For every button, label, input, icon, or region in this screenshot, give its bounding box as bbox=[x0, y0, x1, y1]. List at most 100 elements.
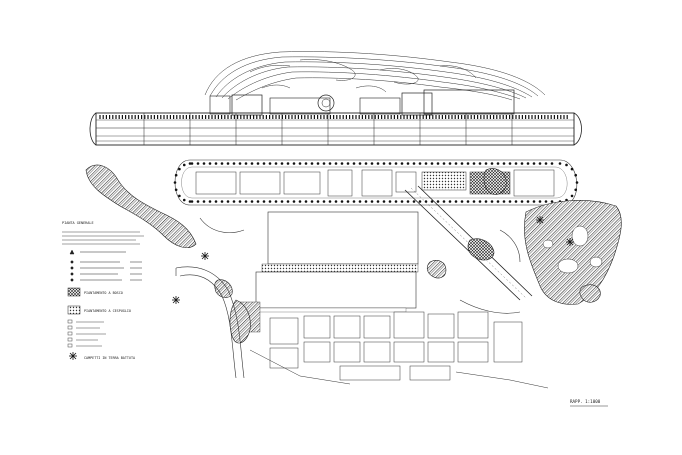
tree-dot bbox=[280, 162, 284, 165]
tree-dot bbox=[280, 200, 284, 203]
tree-dot bbox=[526, 162, 530, 165]
tree-dot bbox=[394, 200, 398, 203]
tree-dot bbox=[346, 162, 350, 165]
tree-dot bbox=[238, 200, 242, 203]
tree-dot bbox=[550, 200, 554, 203]
tree-dot bbox=[570, 167, 574, 171]
tree-dot bbox=[352, 162, 356, 165]
tree-dot bbox=[376, 162, 380, 165]
tree-dot bbox=[478, 162, 482, 165]
tree-dot bbox=[460, 200, 464, 203]
tree-dot bbox=[400, 162, 404, 165]
tree-dot bbox=[460, 162, 464, 165]
tree-dot bbox=[358, 200, 362, 203]
tree-dot bbox=[208, 162, 212, 165]
asterisk-marker bbox=[201, 252, 209, 260]
tree-dot bbox=[226, 162, 230, 165]
tree-dot bbox=[484, 162, 488, 165]
tree-dot bbox=[544, 162, 548, 165]
tree-dot bbox=[232, 162, 236, 165]
tree-dot bbox=[220, 200, 224, 203]
tree-dot bbox=[370, 200, 374, 203]
tree-dot bbox=[574, 173, 578, 177]
tree-dot bbox=[538, 162, 542, 165]
legend-asterisk-icon bbox=[69, 352, 77, 360]
asterisk-marker bbox=[172, 296, 180, 304]
tree-dot bbox=[466, 162, 470, 165]
tree-dot bbox=[400, 200, 404, 203]
tree-dot bbox=[322, 200, 326, 203]
tree-dot bbox=[328, 200, 332, 203]
tree-dot bbox=[178, 194, 181, 198]
legend-symbol-list bbox=[69, 249, 142, 282]
tree-dot bbox=[496, 162, 500, 165]
tree-dot bbox=[472, 162, 476, 165]
tree-dot bbox=[220, 162, 224, 165]
woodland-clearings bbox=[542, 225, 603, 274]
tree-dot bbox=[250, 200, 254, 203]
tree-dot bbox=[418, 200, 422, 203]
tree-dot bbox=[436, 162, 440, 165]
tree-dot bbox=[182, 198, 186, 202]
tree-dot bbox=[286, 200, 290, 203]
tree-dot bbox=[520, 200, 524, 203]
asterisk-marker bbox=[566, 238, 574, 246]
tree-dot bbox=[334, 162, 338, 165]
tree-dot bbox=[532, 162, 536, 165]
scale-label: RAPP. 1:1000 bbox=[570, 399, 601, 404]
tree-dot bbox=[346, 200, 350, 203]
tree-dot bbox=[430, 162, 434, 165]
tree-dot bbox=[262, 162, 266, 165]
legend-label-courts: CAMPETTI IN TERRA BATTUTA bbox=[84, 356, 135, 360]
legend-swatch-wood bbox=[67, 287, 81, 297]
tree-dot bbox=[316, 162, 320, 165]
woodland-areas bbox=[85, 164, 622, 344]
tree-dot bbox=[256, 162, 260, 165]
legend-swatch-shrub bbox=[67, 305, 81, 315]
tree-dot bbox=[502, 200, 506, 203]
tree-dot bbox=[174, 188, 178, 192]
legend-small-list bbox=[67, 319, 106, 348]
tree-dot bbox=[388, 162, 392, 165]
tree-dot bbox=[244, 200, 248, 203]
tree-dot bbox=[550, 162, 554, 165]
lower-building-grid bbox=[249, 311, 549, 389]
tree-dot bbox=[370, 162, 374, 165]
tree-dot bbox=[182, 163, 186, 167]
tree-dot bbox=[174, 173, 178, 177]
tree-dot bbox=[226, 200, 230, 203]
tree-dot bbox=[274, 200, 278, 203]
tree-dot bbox=[424, 162, 428, 165]
tree-dot bbox=[268, 162, 272, 165]
tree-dot bbox=[454, 200, 458, 203]
tree-dot bbox=[538, 200, 542, 203]
tree-dot bbox=[173, 181, 177, 184]
tree-dot bbox=[418, 162, 422, 165]
racetrack-inner-blocks bbox=[195, 169, 555, 197]
tree-dot bbox=[544, 200, 548, 203]
tree-dot bbox=[442, 162, 446, 165]
legend-label-shrub: PIANTAMENTO A CESPUGLIO bbox=[84, 309, 131, 313]
site-roads bbox=[175, 217, 521, 379]
tree-dot bbox=[484, 200, 488, 203]
tree-dot bbox=[334, 200, 338, 203]
legend-title: PIANTA GENERALE bbox=[62, 221, 94, 225]
legend-title-extra-lines bbox=[62, 231, 144, 245]
tree-dot bbox=[352, 200, 356, 203]
tree-dot bbox=[574, 188, 578, 192]
tree-dot bbox=[196, 200, 200, 203]
tree-dot bbox=[376, 200, 380, 203]
tree-dot bbox=[256, 200, 260, 203]
tree-dot bbox=[496, 200, 500, 203]
tree-dot bbox=[406, 200, 410, 203]
tree-dot bbox=[286, 162, 290, 165]
tree-dot bbox=[292, 200, 296, 203]
tree-dot bbox=[558, 162, 562, 165]
tree-dot bbox=[466, 200, 470, 203]
tree-dot bbox=[520, 162, 524, 165]
tree-dot bbox=[208, 200, 212, 203]
tree-dot bbox=[310, 200, 314, 203]
tree-dot bbox=[190, 200, 194, 203]
tree-dot bbox=[514, 162, 518, 165]
tree-dot bbox=[430, 200, 434, 203]
